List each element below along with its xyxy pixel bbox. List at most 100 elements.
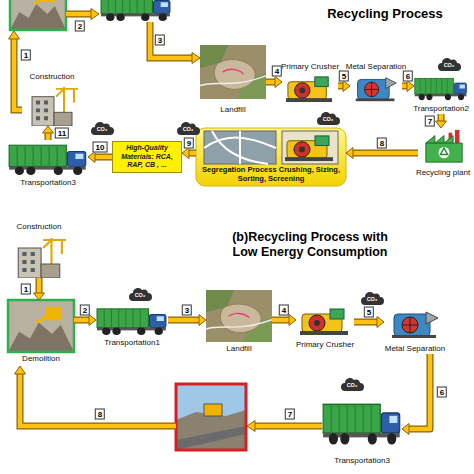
arrow-outline: [408, 354, 430, 429]
node-caption: Recycling plant: [416, 168, 470, 178]
arrow-heads: [377, 317, 384, 328]
arrow-shaft: [74, 318, 90, 323]
step-number: 4: [279, 305, 289, 316]
truck-picture: [323, 404, 400, 444]
node-caption: Transportation3: [334, 456, 390, 466]
callout-number: 1: [21, 50, 31, 61]
flow-arrow: [15, 366, 177, 426]
arrow-heads: [436, 121, 447, 128]
flow-arrow: [9, 31, 23, 110]
arrow-shaft: [354, 320, 378, 325]
arrow-head: [9, 31, 20, 39]
separator-picture: [392, 312, 438, 338]
node-caption: Demolition: [22, 354, 60, 364]
crusher-picture: [285, 136, 333, 161]
arrow-outline: [354, 319, 378, 326]
arrow-heads: [289, 315, 296, 326]
arrow-head: [88, 152, 95, 163]
flow-arrow: [74, 315, 96, 326]
arrow-shaft: [352, 151, 418, 156]
arrow-head: [182, 148, 189, 159]
co2-cloud: [91, 122, 114, 135]
step-number: 5: [364, 307, 374, 318]
arrow-heads: [343, 81, 350, 92]
step-number: 6: [437, 387, 447, 398]
arrow-heads: [402, 424, 409, 435]
co2-cloud: [129, 288, 152, 301]
arrow-heads: [407, 81, 414, 92]
arrow-head: [91, 9, 99, 20]
arrow-heads: [43, 126, 54, 133]
callout-number: 2: [75, 21, 85, 32]
flow-arrow: [338, 81, 350, 92]
co2-cloud: [361, 292, 384, 305]
flow-arrow: [436, 114, 447, 128]
picture-frame: [282, 131, 338, 164]
photo-frame: [176, 384, 246, 450]
arrow-outline: [94, 154, 112, 161]
truck-picture: [101, 0, 170, 21]
callout-number: 8: [95, 409, 105, 420]
arrow-outline: [272, 317, 290, 324]
truck-picture: [9, 145, 86, 175]
arrow-head: [275, 77, 282, 88]
arrow-shaft: [408, 354, 430, 429]
co2-mark: CO₂: [316, 112, 340, 126]
flow-arrow: [402, 81, 414, 92]
node-caption: Construction: [17, 222, 62, 232]
arrow-head: [289, 315, 296, 326]
step-number: 2: [80, 305, 90, 316]
arrow-head: [199, 315, 206, 326]
arrow-shaft: [37, 278, 42, 294]
arrow-head: [247, 421, 255, 432]
node-caption: Landfill: [226, 344, 251, 354]
step-number: 10: [93, 142, 108, 153]
node-caption: Landfill: [220, 105, 245, 115]
step-number: 3: [182, 305, 192, 316]
node-caption: High-Quality Materials: RCA, RAP, CB , .…: [113, 143, 181, 171]
node-caption: Metal Separation: [385, 344, 445, 354]
node-caption: Transportation2: [413, 104, 469, 114]
node-caption: Primary Crusher: [296, 340, 354, 350]
arrow-heads: [346, 148, 353, 159]
arrow-heads: [199, 315, 206, 326]
flow-arrow: [272, 315, 296, 326]
crusher-picture: [286, 77, 332, 102]
node-caption: Construction: [30, 72, 75, 82]
node-caption: Segregation Process Crushing, Sizing, So…: [202, 165, 340, 183]
arrow-head: [192, 53, 200, 64]
section-title: (b)Recycling Process with Low Energy Con…: [222, 230, 398, 260]
picture-frame: [8, 300, 74, 352]
co2-mark: CO₂: [340, 378, 364, 392]
arrow-heads: [34, 293, 45, 300]
section-title: Recycling Process: [300, 6, 470, 21]
arrow-head: [34, 293, 45, 300]
photo-machine: [204, 404, 222, 416]
arrow-heads: [89, 315, 96, 326]
demolition-picture: [10, 0, 66, 30]
landfill-picture: [206, 290, 272, 342]
co2-mark: CO₂: [128, 288, 152, 302]
arrow-shaft: [254, 424, 322, 429]
separator-picture: [356, 78, 396, 102]
co2-cloud: [317, 112, 340, 125]
flow-arrow: [88, 152, 112, 163]
highway-lanes: [204, 131, 276, 164]
arrow-head: [343, 81, 350, 92]
arrow-outline: [20, 373, 176, 426]
flow-arrow: [354, 317, 384, 328]
truck-picture: [97, 309, 166, 335]
flow-arrow: [66, 9, 99, 20]
step-number: 11: [55, 128, 69, 139]
callout-number: 3: [155, 35, 165, 46]
truck-picture: [415, 78, 467, 100]
flow-arrow: [34, 278, 45, 300]
node-caption: Transportation1: [104, 338, 160, 348]
co2-mark: CO₂: [437, 58, 461, 72]
flow-arrow: [43, 126, 54, 140]
flow-arrow: [168, 315, 206, 326]
arrow-head: [402, 424, 409, 435]
arrow-outline: [66, 11, 92, 18]
co2-cloud: [438, 58, 461, 71]
